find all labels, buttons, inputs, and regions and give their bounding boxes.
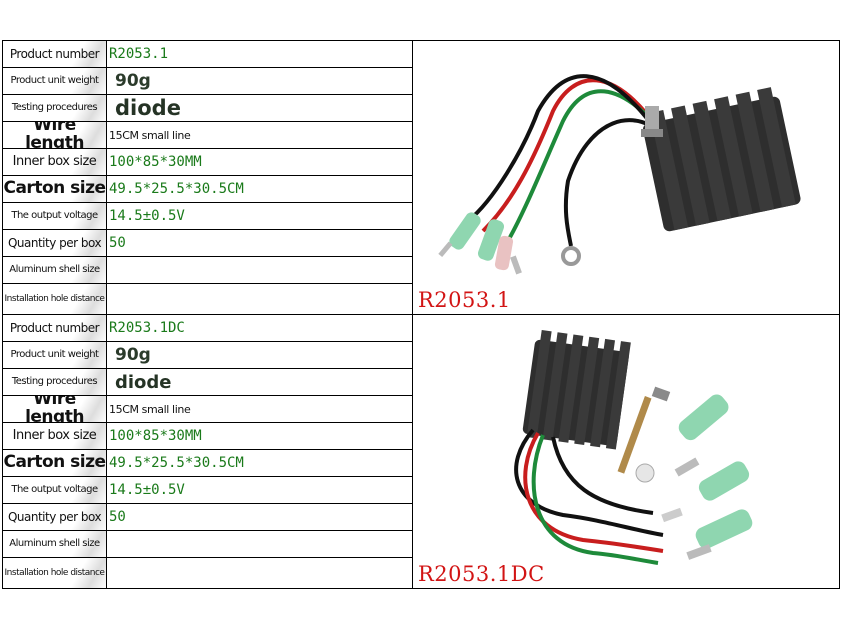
spec-value: diode <box>115 96 181 120</box>
spec-row-product-number: Product number R2053.1DC <box>3 315 412 342</box>
spec-label: Aluminum shell size <box>3 531 107 557</box>
regulator-photo <box>438 74 801 275</box>
spec-label: Installation hole distance <box>3 558 107 588</box>
spec-row-product-number: Product number R2053.1 <box>3 41 412 68</box>
spec-row-quantity-per-box: Quantity per box 50 <box>3 504 412 531</box>
model-caption: R2053.1 <box>418 288 511 312</box>
spec-row-testing-procedures: Testing procedures diode <box>3 369 412 396</box>
spec-label: The output voltage <box>3 477 107 503</box>
spec-label: Carton size <box>3 176 107 202</box>
spec-label: Wire length <box>3 396 107 422</box>
spec-row-carton-size: Carton size 49.5*25.5*30.5CM <box>3 176 412 203</box>
spec-value: 90g <box>115 71 151 91</box>
spec-value: R2053.1 <box>109 46 169 62</box>
spec-label: The output voltage <box>3 203 107 229</box>
spec-row-installation-hole-distance: Installation hole distance <box>3 284 412 314</box>
spec-value: 14.5±0.5V <box>109 208 185 224</box>
spec-label: Inner box size <box>3 423 107 449</box>
spec-row-inner-box-size: Inner box size 100*85*30MM <box>3 149 412 176</box>
spec-value: 100*85*30MM <box>109 154 202 170</box>
spec-row-output-voltage: The output voltage 14.5±0.5V <box>3 203 412 230</box>
spec-value: 90g <box>115 345 151 365</box>
spec-row-wire-length: Wire length 15CM small line <box>3 396 412 423</box>
spec-value: 49.5*25.5*30.5CM <box>109 181 244 197</box>
spec-row-wire-length: Wire length 15CM small line <box>3 122 412 149</box>
spec-value: R2053.1DC <box>109 320 185 336</box>
spec-label: Product unit weight <box>3 68 107 94</box>
model-caption: R2053.1DC <box>418 562 545 586</box>
spec-value: 15CM small line <box>109 128 191 142</box>
spec-label: Quantity per box <box>3 504 107 530</box>
product-photo-cell-1: R2053.1 <box>412 41 839 314</box>
spec-value <box>109 284 412 314</box>
spec-value: 49.5*25.5*30.5CM <box>109 455 244 471</box>
spec-value <box>109 531 412 557</box>
spec-value: diode <box>115 371 172 393</box>
spec-row-inner-box-size: Inner box size 100*85*30MM <box>3 423 412 450</box>
product-block-1: Product number R2053.1 Product unit weig… <box>3 41 839 315</box>
spec-row-output-voltage: The output voltage 14.5±0.5V <box>3 477 412 504</box>
spec-label: Product number <box>3 41 107 67</box>
spec-label: Carton size <box>3 450 107 476</box>
spec-label: Product number <box>3 315 107 341</box>
spec-row-installation-hole-distance: Installation hole distance <box>3 558 412 588</box>
spec-value <box>109 558 412 588</box>
spec-label: Testing procedures <box>3 369 107 395</box>
spec-row-quantity-per-box: Quantity per box 50 <box>3 230 412 257</box>
regulator-kit-photo <box>514 330 753 565</box>
spec-label: Testing procedures <box>3 95 107 121</box>
spec-value: 50 <box>109 509 126 525</box>
spec-row-aluminum-shell-size: Aluminum shell size <box>3 531 412 558</box>
spec-label: Wire length <box>3 122 107 148</box>
spec-label: Installation hole distance <box>3 284 107 314</box>
spec-value: 15CM small line <box>109 402 191 416</box>
spec-row-testing-procedures: Testing procedures diode <box>3 95 412 122</box>
spec-value: 14.5±0.5V <box>109 482 185 498</box>
spec-row-aluminum-shell-size: Aluminum shell size <box>3 257 412 284</box>
spec-label: Quantity per box <box>3 230 107 256</box>
product-photo-cell-2: R2053.1DC <box>412 315 839 588</box>
spec-value <box>109 257 412 283</box>
spec-label: Inner box size <box>3 149 107 175</box>
product-block-2: Product number R2053.1DC Product unit we… <box>3 314 839 589</box>
spec-value: 100*85*30MM <box>109 428 202 444</box>
spec-row-unit-weight: Product unit weight 90g <box>3 68 412 95</box>
spec-label: Aluminum shell size <box>3 257 107 283</box>
spec-value: 50 <box>109 235 126 251</box>
spec-row-carton-size: Carton size 49.5*25.5*30.5CM <box>3 450 412 477</box>
spec-row-unit-weight: Product unit weight 90g <box>3 342 412 369</box>
spec-label: Product unit weight <box>3 342 107 368</box>
spec-sheet: Product number R2053.1 Product unit weig… <box>2 40 840 589</box>
